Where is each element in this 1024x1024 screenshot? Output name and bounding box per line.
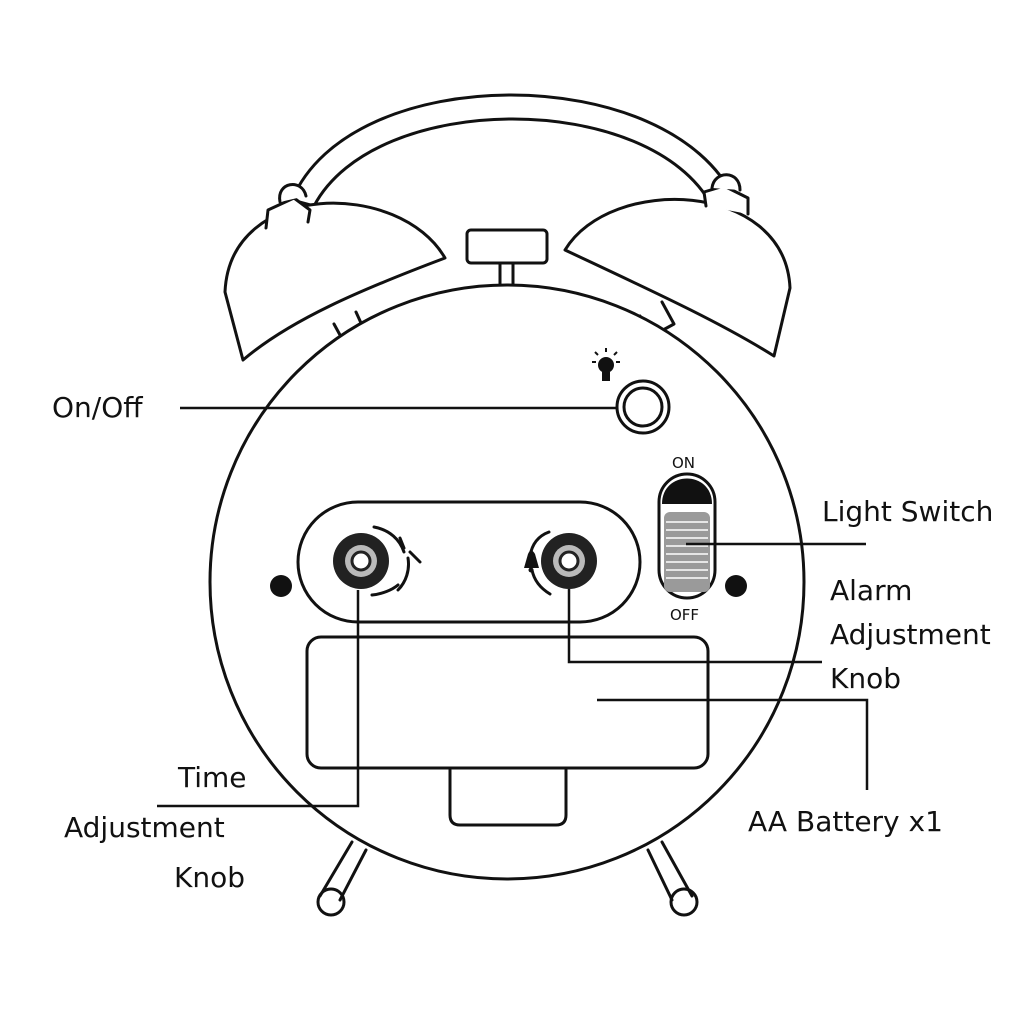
light-switch[interactable] [657, 472, 717, 600]
time-knob-label-2: Adjustment [64, 811, 225, 844]
top-knob [465, 228, 549, 298]
handle [290, 93, 737, 208]
time-knob-marks [370, 525, 410, 597]
time-knob-label-1: Time [178, 761, 247, 794]
clock-body [208, 283, 806, 881]
alarm-knob-label-1: Alarm [830, 574, 913, 607]
left-bell [223, 183, 447, 362]
alarm-knob-label-3: Knob [830, 662, 902, 695]
left-screw [270, 575, 292, 597]
light-switch-label: Light Switch [822, 495, 994, 528]
bulb-icon [592, 348, 620, 381]
alarm-adjustment-knob[interactable] [541, 533, 597, 589]
bell-icon [524, 550, 539, 573]
leader-lines [157, 406, 869, 808]
right-screw [725, 575, 747, 597]
time-adjustment-knob[interactable] [333, 533, 389, 589]
on-off-label: On/Off [52, 391, 143, 424]
switch-off-label: OFF [670, 606, 700, 624]
battery-label: AA Battery x1 [748, 805, 943, 838]
alarm-knob-label-2: Adjustment [830, 618, 991, 651]
battery-compartment [305, 635, 710, 770]
battery-tab [448, 768, 568, 827]
time-knob-label-3: Knob [174, 861, 246, 894]
time-hand-marks [398, 536, 422, 564]
switch-on-label: ON [672, 454, 696, 472]
knob-panel [296, 500, 642, 624]
right-bell [563, 173, 792, 358]
legs [316, 840, 699, 917]
